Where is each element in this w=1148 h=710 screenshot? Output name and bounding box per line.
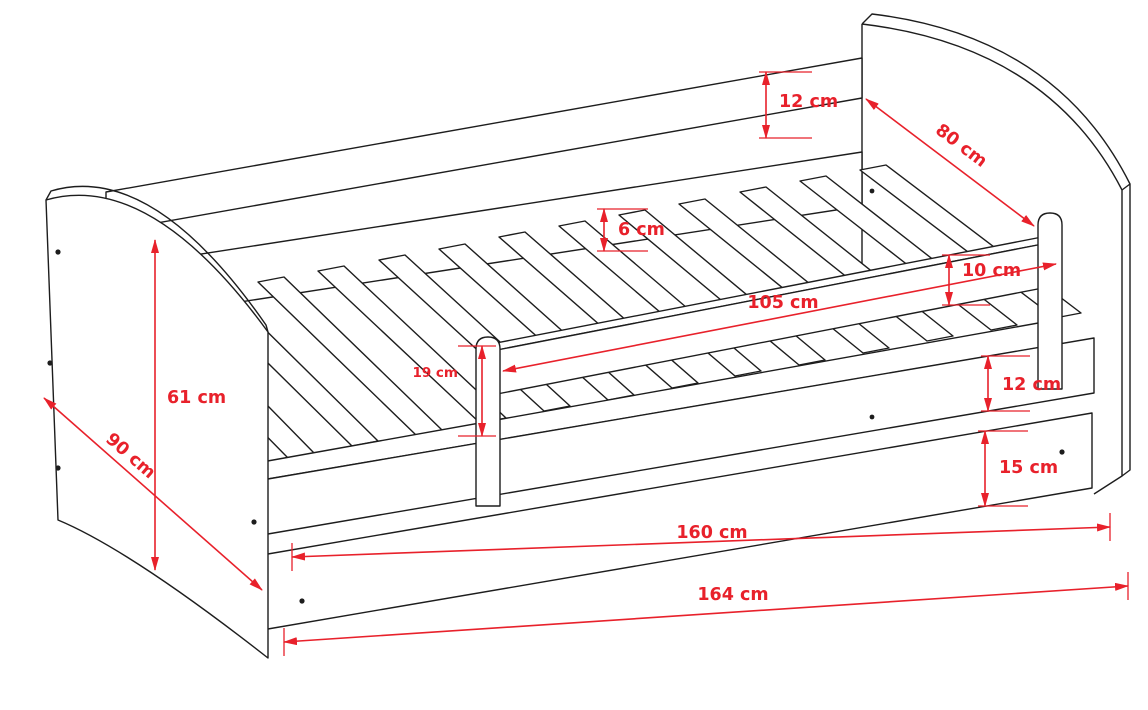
- screw-dot: [47, 360, 53, 366]
- dim-side-rail-height: 12 cm: [981, 355, 1061, 412]
- left-headboard-thickness: [45, 185, 269, 333]
- screw-dot: [55, 249, 61, 255]
- dimension-label: 105 cm: [747, 293, 818, 313]
- dimension-label: 10 cm: [962, 261, 1021, 281]
- dimension-label: 160 cm: [676, 523, 747, 543]
- right-headboard-outline: [861, 23, 1123, 495]
- dim-guardrail-post-height: 19 cm: [412, 345, 496, 437]
- screw-dot: [299, 598, 305, 604]
- bed-drawing: [45, 13, 1131, 659]
- dimension-line: [283, 582, 1129, 646]
- dimension-label: 19 cm: [412, 365, 458, 381]
- dimension-label: 164 cm: [697, 585, 768, 605]
- dimension-label: 12 cm: [1002, 375, 1061, 395]
- dimension-label: 15 cm: [999, 458, 1058, 478]
- guard-rail-left-post: [475, 336, 501, 507]
- screw-dot: [869, 188, 875, 194]
- dimension-line: [291, 523, 1111, 561]
- screw-dot: [869, 414, 875, 420]
- dim-total-length: 164 cm: [283, 572, 1129, 656]
- dim-inner-length: 160 cm: [291, 513, 1111, 571]
- screw-dot: [251, 519, 257, 525]
- dimension-label: 6 cm: [618, 220, 665, 240]
- screw-dot: [55, 465, 61, 471]
- guard-rail-right-post: [1037, 212, 1063, 390]
- dimension-label: 61 cm: [167, 388, 226, 408]
- dim-drawer-height: 15 cm: [978, 430, 1058, 507]
- screw-dot: [1059, 449, 1065, 455]
- right-headboard-thickness: [861, 13, 1131, 477]
- dimension-line: [865, 98, 1035, 227]
- dim-slat-height: 6 cm: [597, 208, 665, 252]
- dimension-label: 12 cm: [779, 92, 838, 112]
- dim-guardrail-length: 105 cm: [502, 262, 1057, 373]
- dimension-line: [502, 262, 1057, 373]
- dim-top-rail-height: 12 cm: [759, 71, 838, 139]
- dimension-line: [43, 397, 263, 591]
